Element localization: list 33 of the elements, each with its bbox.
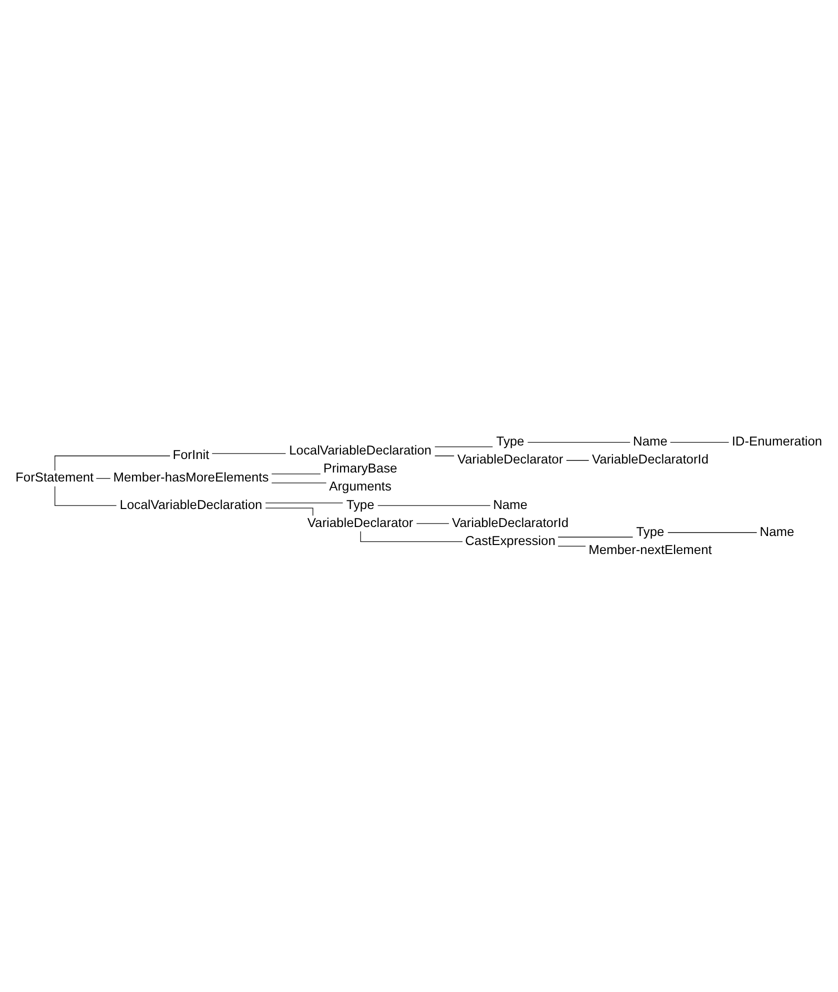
connector: [54, 486, 117, 506]
node-text: Member-nextElement: [588, 541, 712, 556]
connector: [271, 482, 327, 483]
node-text: PrimaryBase: [323, 460, 398, 476]
connector: [271, 473, 321, 474]
node-text: Name: [633, 433, 668, 448]
node-text: Type: [496, 433, 524, 448]
node-text: Arguments: [329, 478, 392, 494]
node-text: Type: [636, 523, 664, 538]
node-text: Name: [493, 496, 528, 512]
node-text: VariableDeclarator: [307, 514, 414, 530]
node-text: Member-hasMoreElements: [113, 469, 269, 484]
connector: [416, 522, 450, 524]
connector: [212, 452, 286, 454]
node-text: ForStatement: [16, 469, 94, 484]
node-text: LocalVariableDeclaration: [289, 442, 432, 458]
connector: [265, 507, 314, 516]
connector: [558, 545, 586, 546]
connector: [434, 446, 493, 447]
node-text: Name: [760, 523, 794, 538]
node-text: LocalVariableDeclaration: [120, 496, 262, 512]
node-text: VariableDeclaratorId: [592, 451, 709, 466]
connector: [265, 502, 344, 503]
node-text: CastExpression: [465, 532, 556, 548]
node-text: VariableDeclarator: [457, 451, 564, 466]
connector: [377, 504, 491, 506]
node-text: ForInit: [172, 446, 210, 462]
node-text: VariableDeclaratorId: [452, 514, 569, 530]
node-text: Type: [346, 496, 374, 512]
connector: [434, 455, 454, 456]
connector: [54, 455, 170, 470]
node-text: ID-Enumeration: [732, 433, 822, 448]
connector: [558, 536, 634, 537]
